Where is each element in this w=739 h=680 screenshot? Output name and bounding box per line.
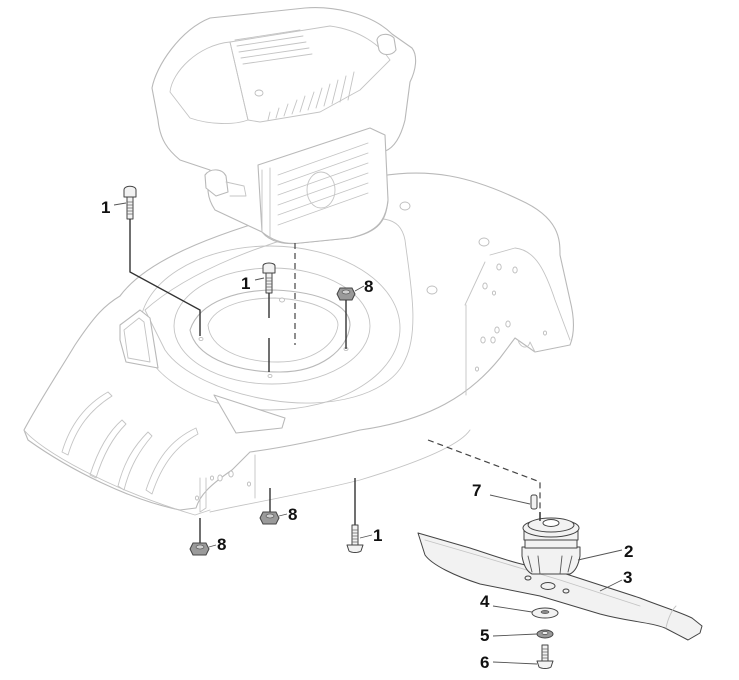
hub-alignment-line bbox=[427, 439, 541, 520]
key bbox=[530, 494, 538, 510]
callout-label: 1 bbox=[373, 526, 382, 545]
callout-3-blade: 3 bbox=[599, 568, 632, 592]
callout-8-front-nut: 8 bbox=[208, 535, 226, 554]
callout-label: 8 bbox=[217, 535, 226, 554]
blade-bolt bbox=[536, 644, 554, 669]
nut-front bbox=[189, 518, 210, 556]
bolt-underside bbox=[346, 478, 364, 553]
washer bbox=[531, 607, 559, 619]
bolt-center bbox=[262, 262, 276, 372]
callout-1-center-bolt: 1 bbox=[241, 274, 265, 293]
callout-label: 3 bbox=[623, 568, 632, 587]
callout-label: 4 bbox=[480, 592, 490, 611]
engine bbox=[151, 7, 417, 345]
callout-6-blade-bolt: 6 bbox=[480, 653, 538, 672]
callout-5-spring-washer: 5 bbox=[480, 626, 538, 645]
callout-label: 5 bbox=[480, 626, 489, 645]
spring-washer bbox=[536, 629, 554, 639]
callout-label: 1 bbox=[241, 274, 250, 293]
callout-1-underside-bolt: 1 bbox=[359, 526, 382, 545]
callout-label: 7 bbox=[472, 481, 481, 500]
callout-1-left-bolt: 1 bbox=[101, 198, 127, 217]
callout-label: 2 bbox=[624, 542, 633, 561]
callout-7-key: 7 bbox=[472, 481, 531, 505]
blade-adapter-hub bbox=[521, 512, 581, 575]
bolt-left bbox=[123, 185, 201, 336]
callout-label: 8 bbox=[288, 505, 297, 524]
callout-8-rear-nut: 8 bbox=[278, 505, 297, 524]
callout-label: 1 bbox=[101, 198, 110, 217]
callout-label: 6 bbox=[480, 653, 489, 672]
callout-8-top-nut: 8 bbox=[354, 277, 373, 296]
callout-2-hub: 2 bbox=[577, 542, 633, 561]
callout-4-washer: 4 bbox=[480, 592, 533, 613]
callout-label: 8 bbox=[364, 277, 373, 296]
nut-top bbox=[336, 287, 356, 349]
mower-deck bbox=[23, 172, 574, 516]
nut-rear bbox=[259, 488, 280, 525]
